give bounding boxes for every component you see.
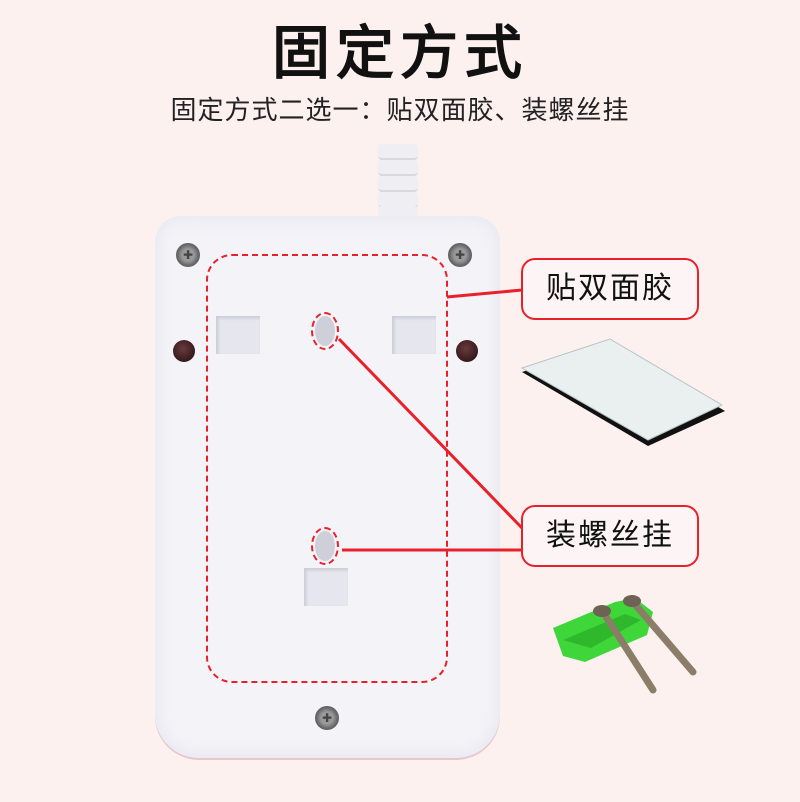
device-back-panel xyxy=(155,216,500,758)
callout-adhesive: 贴双面胶 xyxy=(521,258,699,320)
vent-slot xyxy=(304,568,348,606)
indicator-led xyxy=(173,340,195,362)
indicator-led xyxy=(456,340,478,362)
mount-hole-highlight xyxy=(311,527,339,565)
vent-slot xyxy=(392,316,436,354)
screws-with-anchors-icon xyxy=(553,595,697,694)
mount-hole-highlight xyxy=(311,312,339,350)
screw-icon xyxy=(448,243,472,267)
page-title: 固定方式 xyxy=(271,19,528,87)
adhesive-area xyxy=(206,254,448,683)
callout-screw-mount: 装螺丝挂 xyxy=(521,505,699,567)
screw-icon xyxy=(176,243,200,267)
page-subtitle: 固定方式二选一：贴双面胶、装螺丝挂 xyxy=(170,96,630,126)
screw-icon xyxy=(315,706,339,730)
double-sided-tape-icon xyxy=(520,338,725,446)
vent-slot xyxy=(216,316,260,354)
